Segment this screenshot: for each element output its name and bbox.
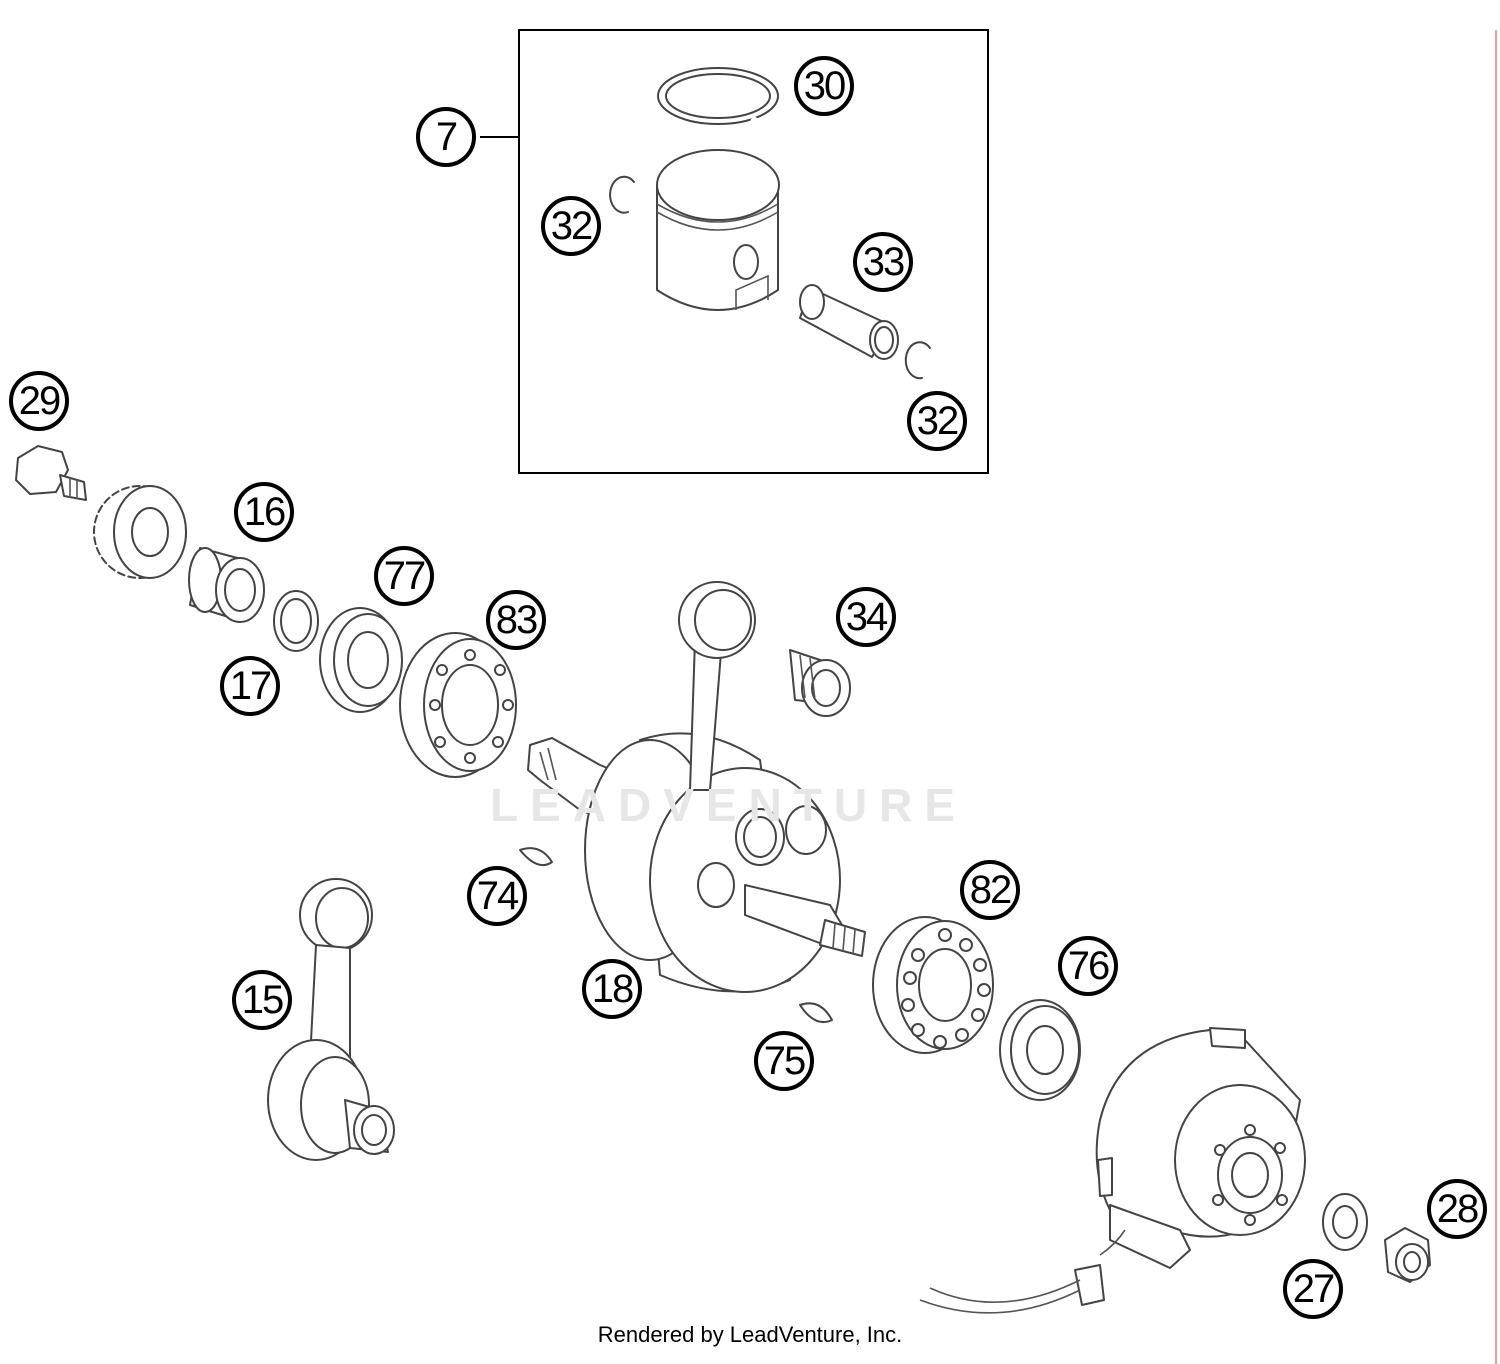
callout-74: 74	[467, 866, 527, 926]
piston-kit-group	[480, 29, 989, 474]
bearing-83-drawing	[399, 632, 517, 778]
callout-77: 77	[374, 546, 434, 606]
nut-drawing	[1384, 1227, 1431, 1283]
bolt-drawing	[15, 445, 87, 501]
watermark-text: LEADVENTURE	[490, 779, 968, 831]
ignition-stator-drawing	[919, 1027, 1306, 1314]
circlip-left-drawing	[609, 175, 635, 214]
piston-ring-drawing	[657, 67, 779, 127]
washer-drawing	[273, 590, 319, 652]
seal-76-drawing	[999, 999, 1081, 1101]
callout-32-lower: 32	[907, 391, 967, 451]
needle-bearing-drawing	[789, 649, 851, 717]
callout-18: 18	[582, 959, 642, 1019]
callout-7: 7	[416, 107, 476, 167]
callout-29: 29	[9, 371, 69, 431]
piston-drawing	[656, 149, 780, 311]
callout-17: 17	[220, 656, 280, 716]
callout-32-upper: 32	[541, 196, 601, 256]
callout-15: 15	[232, 970, 292, 1030]
woodruff-key-75-drawing	[799, 1002, 833, 1024]
circlip-right-drawing	[904, 341, 931, 380]
shaft-seal-drawing	[319, 607, 403, 713]
gear-drawing	[93, 485, 187, 579]
callout-75: 75	[754, 1031, 814, 1091]
callout-83: 83	[486, 590, 546, 650]
connecting-rod-drawing	[267, 878, 395, 1161]
callout-27: 27	[1283, 1259, 1343, 1319]
piston-kit-box	[518, 29, 989, 474]
bushing-drawing	[188, 547, 265, 623]
crankshaft-drawing	[527, 581, 866, 993]
callout-34: 34	[836, 587, 896, 647]
callout-33: 33	[853, 232, 913, 292]
piston-pin-drawing	[799, 284, 899, 360]
footer-credit: Rendered by LeadVenture, Inc.	[597, 1322, 903, 1347]
callout-76: 76	[1058, 936, 1118, 996]
callout-82: 82	[960, 860, 1020, 920]
callout-28: 28	[1427, 1179, 1487, 1239]
woodruff-key-74-drawing	[519, 847, 553, 866]
bearing-82-drawing	[872, 916, 994, 1054]
callout-30: 30	[794, 56, 854, 116]
callout-16: 16	[234, 482, 294, 542]
washer-27-drawing	[1322, 1193, 1368, 1251]
